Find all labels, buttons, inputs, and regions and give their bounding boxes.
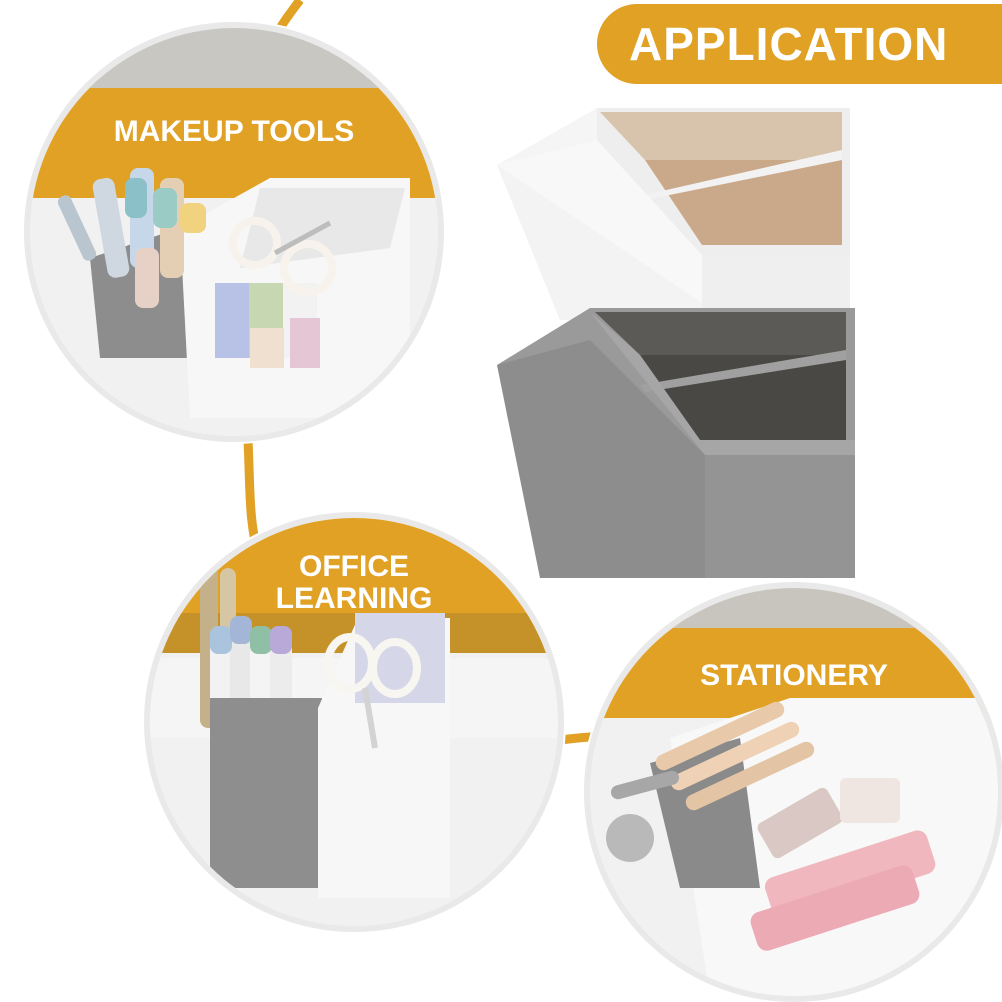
office-label-line2: LEARNING bbox=[275, 581, 433, 615]
stationery-label: STATIONERY bbox=[700, 659, 888, 692]
office-learning-circle: OFFICE LEARNING bbox=[150, 518, 558, 926]
makeup-tools-circle: MAKEUP TOOLS bbox=[30, 28, 438, 436]
white-organizer-box bbox=[497, 108, 850, 320]
office-learning-photo bbox=[150, 518, 558, 926]
office-learning-label: OFFICE LEARNING bbox=[150, 551, 558, 614]
office-label-line1: OFFICE bbox=[299, 550, 409, 583]
gray-organizer-box bbox=[497, 308, 855, 578]
makeup-tools-label: MAKEUP TOOLS bbox=[113, 115, 355, 148]
stationery-photo bbox=[590, 588, 998, 996]
makeup-tools-photo bbox=[30, 28, 438, 436]
stationery-circle: STATIONERY bbox=[590, 588, 998, 996]
page-title: APPLICATION bbox=[629, 18, 949, 70]
application-badge: APPLICATION bbox=[597, 4, 1002, 84]
